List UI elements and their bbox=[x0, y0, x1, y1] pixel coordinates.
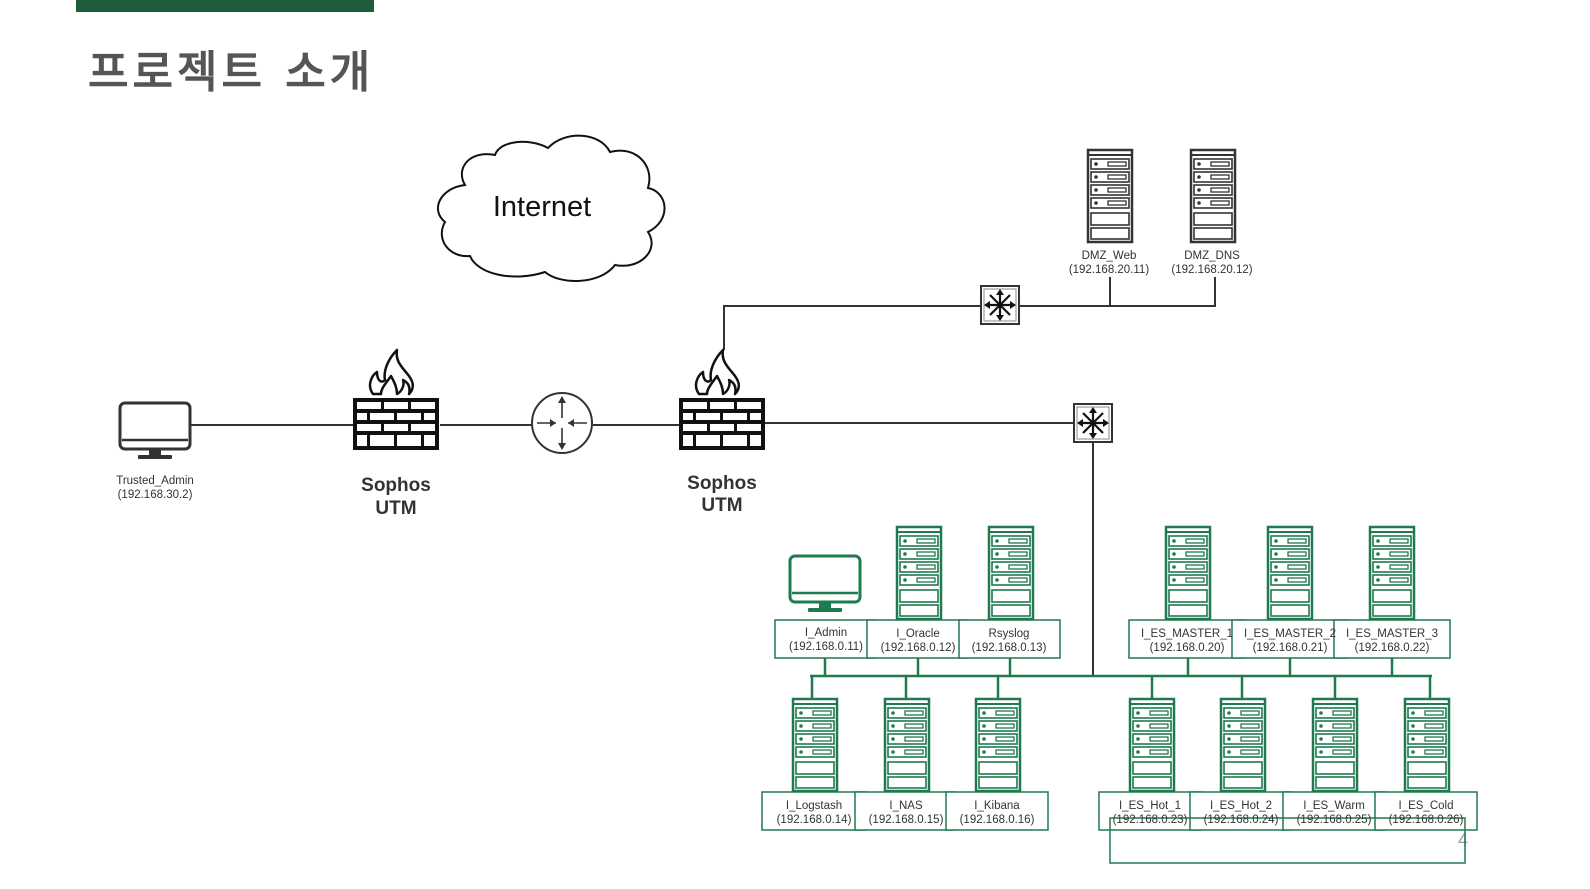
dmz-switch-icon bbox=[979, 284, 1021, 326]
server-icon bbox=[1368, 525, 1416, 621]
node-name: DMZ_Web bbox=[1082, 250, 1137, 262]
dmz-dns-node: DMZ_DNS (192.168.20.12) bbox=[1171, 148, 1253, 276]
internal-switch-icon bbox=[1072, 402, 1114, 444]
node-ip: (192.168.20.11) bbox=[1069, 264, 1150, 276]
firewall-icon bbox=[351, 348, 441, 452]
node-ip: (192.168.0.14) bbox=[777, 814, 852, 826]
monitor-icon bbox=[118, 401, 192, 461]
node-name: I_Oracle bbox=[896, 628, 939, 640]
top-labels: I_Admin (192.168.0.11) I_Oracle (192.168… bbox=[789, 627, 1438, 654]
monitor-icon bbox=[788, 554, 862, 614]
server-icon bbox=[895, 525, 943, 621]
node-ip: (192.168.0.16) bbox=[960, 814, 1035, 826]
server-icon bbox=[1189, 148, 1237, 244]
node-ip: (192.168.20.12) bbox=[1171, 264, 1252, 276]
internal-bus bbox=[810, 657, 1432, 700]
server-icon bbox=[1128, 697, 1176, 793]
node-name: I_ES_Hot_2 bbox=[1210, 800, 1272, 812]
cloud-label: Internet bbox=[493, 191, 591, 223]
firewall-1: Sophos UTM bbox=[351, 348, 441, 519]
node-name: I_ES_Hot_1 bbox=[1119, 800, 1181, 812]
node-ip: (192.168.0.26) bbox=[1389, 814, 1464, 826]
page-number: 4 bbox=[1458, 830, 1469, 850]
node-name: I_ES_MASTER_2 bbox=[1244, 628, 1336, 640]
node-ip: (192.168.0.23) bbox=[1113, 814, 1188, 826]
page-title: 프로젝트 소개 bbox=[88, 47, 375, 98]
server-icon bbox=[1219, 697, 1267, 793]
firewall-label-line2: UTM bbox=[375, 498, 416, 519]
node-name: I_ES_Warm bbox=[1303, 800, 1365, 812]
node-ip: (192.168.0.12) bbox=[881, 642, 956, 654]
dmz-web-node: DMZ_Web (192.168.20.11) bbox=[1069, 148, 1150, 276]
node-ip: (192.168.30.2) bbox=[118, 489, 193, 501]
node-name: I_ES_Cold bbox=[1399, 800, 1454, 812]
accent-bar bbox=[76, 0, 374, 12]
server-icon bbox=[987, 525, 1035, 621]
node-name: Trusted_Admin bbox=[116, 475, 194, 487]
node-name: DMZ_DNS bbox=[1184, 250, 1240, 262]
server-icon bbox=[1266, 525, 1314, 621]
node-name: I_Kibana bbox=[974, 800, 1020, 812]
internet-cloud: Internet bbox=[436, 134, 666, 282]
node-ip: (192.168.0.11) bbox=[789, 641, 863, 653]
node-name: I_ES_MASTER_1 bbox=[1141, 628, 1233, 640]
firewall-2: Sophos UTM bbox=[677, 348, 767, 516]
server-icon bbox=[974, 697, 1022, 793]
node-ip: (192.168.0.22) bbox=[1355, 642, 1430, 654]
trusted-admin-node: Trusted_Admin (192.168.30.2) bbox=[116, 401, 194, 501]
router-icon bbox=[531, 392, 593, 454]
node-ip: (192.168.0.13) bbox=[972, 642, 1047, 654]
node-ip: (192.168.0.15) bbox=[869, 814, 944, 826]
server-icon bbox=[1403, 697, 1451, 793]
bottom-label-boxes bbox=[761, 791, 1478, 864]
bottom-labels: I_Logstash (192.168.0.14) I_NAS (192.168… bbox=[777, 800, 1464, 826]
server-icon bbox=[791, 697, 839, 793]
server-icon bbox=[883, 697, 931, 793]
node-name: I_Logstash bbox=[786, 800, 842, 812]
firewall-label-line2: UTM bbox=[701, 495, 742, 516]
firewall-label-line1: Sophos bbox=[687, 473, 757, 494]
external-links bbox=[190, 277, 1216, 676]
node-ip: (192.168.0.24) bbox=[1204, 814, 1279, 826]
firewall-label-line1: Sophos bbox=[361, 475, 431, 496]
node-ip: (192.168.0.20) bbox=[1150, 642, 1225, 654]
server-icon bbox=[1311, 697, 1359, 793]
server-icon bbox=[1164, 525, 1212, 621]
server-icon bbox=[1086, 148, 1134, 244]
top-label-boxes bbox=[774, 619, 1451, 659]
node-name: I_NAS bbox=[889, 800, 923, 812]
node-name: I_ES_MASTER_3 bbox=[1346, 628, 1438, 640]
node-name: Rsyslog bbox=[989, 628, 1030, 640]
node-ip: (192.168.0.25) bbox=[1297, 814, 1372, 826]
node-ip: (192.168.0.21) bbox=[1253, 642, 1328, 654]
firewall-icon bbox=[677, 348, 767, 452]
node-name: I_Admin bbox=[805, 627, 847, 639]
